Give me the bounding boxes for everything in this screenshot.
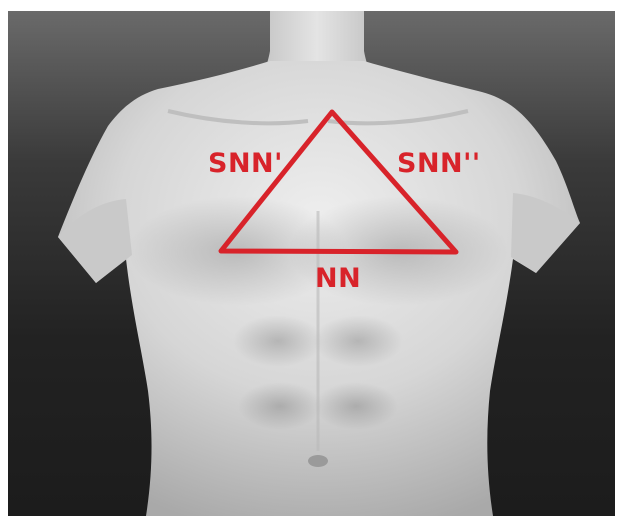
label-snn-right: SNN'' <box>397 148 481 179</box>
male-torso-render <box>8 11 615 516</box>
photo-frame: SNN' SNN'' NN <box>8 11 615 516</box>
label-nn-base: NN <box>315 263 361 294</box>
label-snn-left: SNN' <box>208 148 283 179</box>
